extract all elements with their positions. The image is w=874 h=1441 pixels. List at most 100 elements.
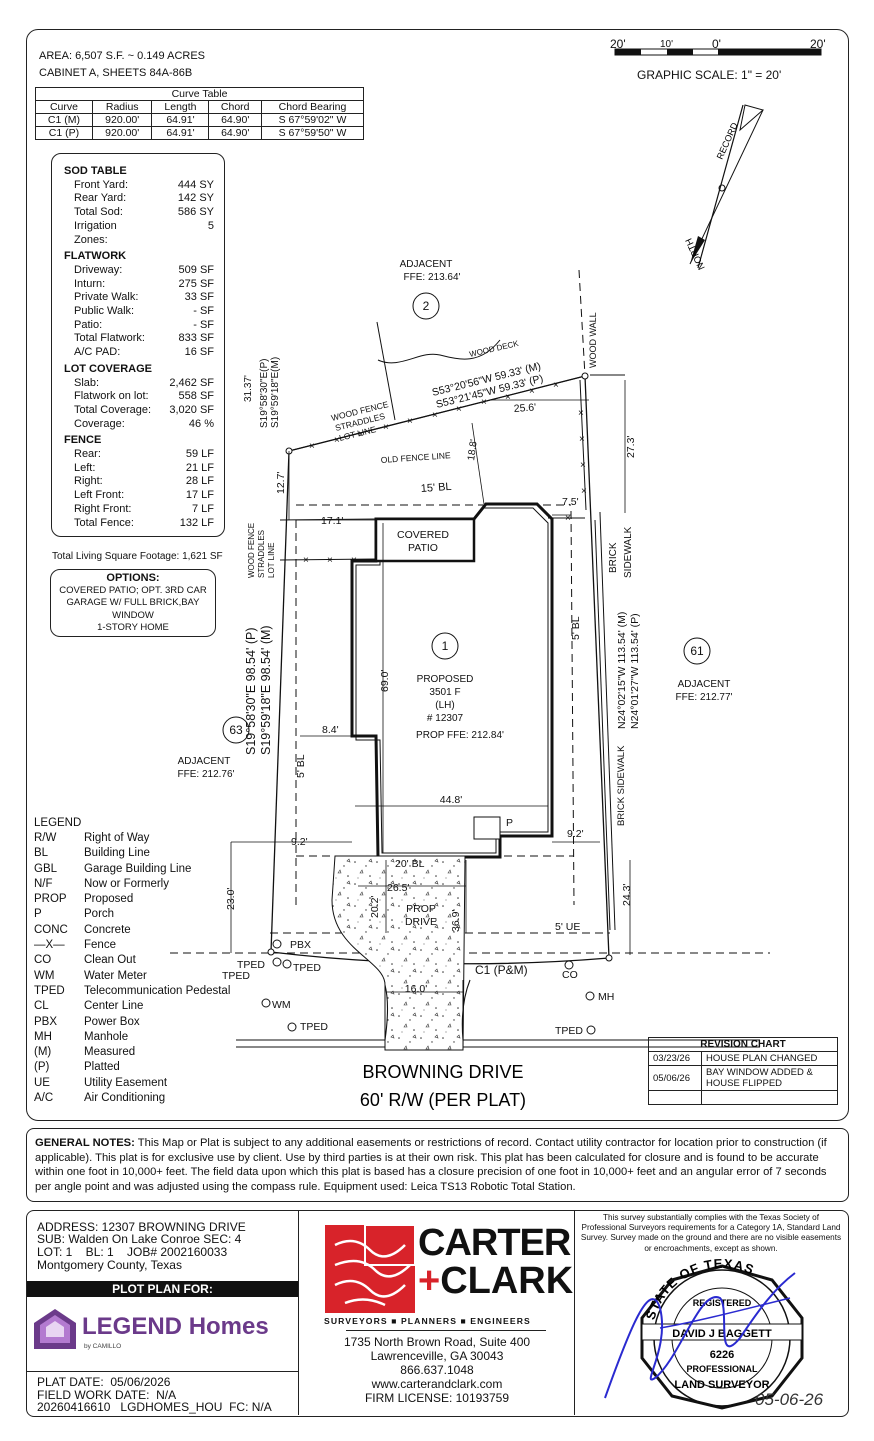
old-fence-label: OLD FENCE LINE: [380, 450, 451, 465]
address-line: LOT: 1 BL: 1 JOB# 2002160033: [37, 1245, 228, 1259]
firm-web[interactable]: www.carterandclark.com: [371, 1377, 503, 1391]
dim-69: 69.0': [379, 670, 391, 692]
tped-label: TPED: [300, 1021, 328, 1033]
firm-name-1: CARTER: [418, 1222, 571, 1264]
legend-desc: Platted: [84, 1061, 120, 1074]
legend-abbr: CL: [34, 1000, 49, 1013]
list-item: Total Flatwork:833 SF: [64, 332, 214, 346]
ue5-label: 5' UE: [555, 921, 580, 933]
legend-desc: Manhole: [84, 1030, 129, 1043]
sod-value: - SF: [193, 305, 214, 318]
house-footprint: [350, 502, 554, 859]
legend-abbr: A/C: [34, 1092, 54, 1105]
co-icon: [564, 960, 574, 970]
legend-abbr: TPED: [34, 984, 65, 997]
tped-icon: [287, 1022, 297, 1032]
legend-desc: Proposed: [84, 893, 134, 906]
drive-label: PROP: [406, 903, 436, 915]
revision-date: [648, 1090, 702, 1105]
dim-18-8: 18.8': [466, 439, 480, 462]
sod-value: 7 LF: [191, 502, 214, 515]
firm-address: 1735 North Brown Road, Suite 400: [343, 1335, 531, 1349]
sod-value: 132 LF: [179, 516, 214, 529]
list-item: Irrigation Zones:5: [64, 220, 214, 247]
scale-bar: [614, 48, 822, 56]
dim-24-3: 24.3': [621, 884, 633, 906]
client-logo: LEGEND Homes by CAMILLO: [32, 1305, 292, 1361]
adjacent-ffe: FFE: 212.76': [178, 769, 235, 780]
legend-abbr: GBL: [34, 862, 58, 875]
bl20-label: 20' BL: [395, 858, 425, 870]
list-item: Inturn:275 SF: [64, 278, 214, 292]
wood-wall-label: WOOD WALL: [588, 312, 598, 368]
tped-label: TPED: [555, 1025, 583, 1037]
sod-value: 444 SY: [177, 178, 214, 191]
mh-label: MH: [598, 991, 614, 1003]
svg-text:×: ×: [358, 429, 364, 440]
list-item: Total Fence: 132 LF: [64, 517, 214, 531]
list-item: Front Yard:444 SY: [64, 179, 214, 193]
drive-label: DRIVE: [405, 916, 437, 928]
certification-text: This survey substantially complies with …: [580, 1213, 842, 1253]
legend-abbr: R/W: [34, 832, 57, 844]
dim-25-6: 25.6': [513, 401, 536, 415]
graphic-scale: 20' 10' 0' 20' GRAPHIC SCALE: 1" = 20': [610, 37, 830, 82]
dim-12-7: 12.7': [275, 472, 287, 494]
list-item: Slab:2,462 SF: [64, 377, 214, 391]
list-item: Rear:59 LF: [64, 448, 214, 462]
list-item: —X—Fence: [34, 938, 254, 953]
address-line: SUB: Walden On Lake Conroe SEC: 4: [37, 1232, 242, 1246]
adjacent-label: ADJACENT: [178, 756, 231, 767]
list-item: Rear Yard:142 SY: [64, 192, 214, 206]
list-item: Public Walk:- SF: [64, 305, 214, 319]
lot-label: PROP FFE: 212.84': [416, 730, 504, 741]
list-item: Flatwork on lot:558 SF: [64, 390, 214, 404]
living-sqft: Total Living Square Footage: 1,621 SF: [52, 551, 223, 562]
wood-deck-label: WOOD DECK: [468, 339, 520, 359]
signature-date: 05-06-26: [755, 1390, 824, 1409]
sod-key: Patio:: [74, 318, 103, 331]
plot-plan-for: PLOT PLAN FOR:: [27, 1281, 298, 1297]
legend-desc: Water Meter: [84, 969, 147, 982]
bl5-left: 5' BL: [295, 754, 307, 778]
lot-1-circle: [431, 632, 459, 660]
sod-value: - SF: [193, 318, 214, 331]
legend-house-icon: [34, 1309, 76, 1349]
legend-desc: Power Box: [84, 1015, 140, 1028]
legend-abbr: BL: [34, 847, 49, 860]
options-title: OPTIONS:: [106, 572, 160, 584]
mh-icon: [585, 991, 595, 1001]
sod-key: Coverage:: [74, 417, 125, 430]
divider: [298, 1211, 299, 1415]
client-word2: Homes: [188, 1313, 269, 1340]
adjacent-label: ADJACENT: [678, 679, 731, 690]
sod-value: 28 LF: [185, 475, 214, 488]
sod-value: 275 SF: [178, 277, 214, 290]
scale-tick-0: 0': [712, 37, 721, 51]
list-item: (P)Platted: [34, 1060, 254, 1075]
sod-section-title: SOD TABLE: [64, 165, 127, 177]
lot-61-circle: [683, 637, 711, 665]
dim-9-2-left: 9.2': [291, 836, 308, 848]
legend-abbr: MH: [34, 1030, 52, 1043]
tped-icon: [272, 957, 282, 967]
table-row: [648, 1090, 838, 1105]
list-item: Total Sod:586 SY: [64, 206, 214, 220]
left-top-dist: 31.37': [243, 375, 254, 402]
list-item: Left:21 LF: [64, 462, 214, 476]
sod-key: Total Fence:: [74, 516, 134, 529]
dimension-lines: [230, 380, 631, 993]
divider: [574, 1211, 575, 1415]
sod-value: 3,020 SF: [169, 403, 214, 416]
wm-icon: [261, 998, 271, 1008]
sod-value: 586 SY: [177, 206, 214, 219]
curve-c1-label: C1 (P&M): [475, 963, 528, 977]
plat-info: FIELD WORK DATE: N/A: [37, 1388, 177, 1402]
dim-9-2-right: 9.2': [567, 828, 584, 840]
legend-abbr: PROP: [34, 893, 67, 906]
